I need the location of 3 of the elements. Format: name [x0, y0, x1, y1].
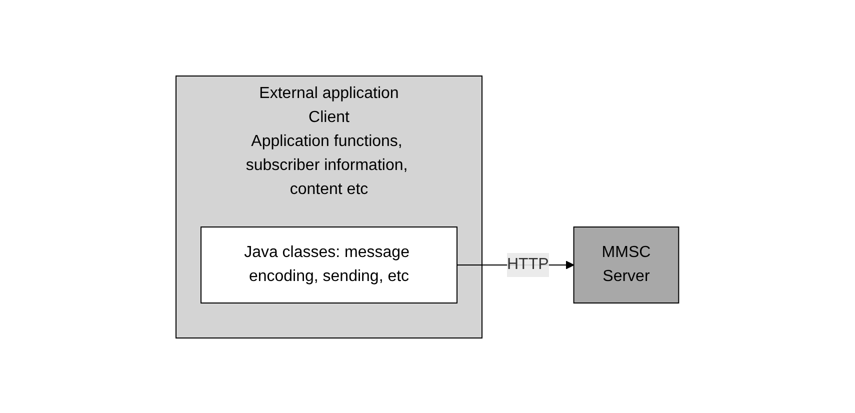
edge-label: HTTP: [507, 256, 549, 272]
node-box: MMSC Server: [573, 226, 680, 303]
node-box: Java classes: message encoding, sending, etc: [200, 226, 458, 303]
